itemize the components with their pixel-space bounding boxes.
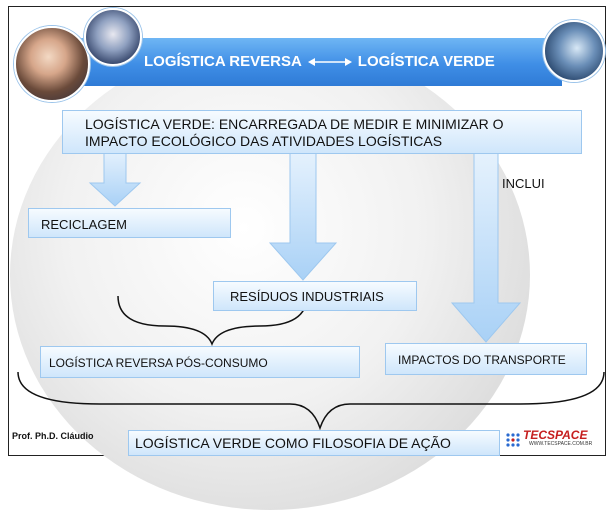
- logo-text: TECSPACE: [523, 428, 588, 442]
- inclui-label: INCLUI: [502, 176, 545, 191]
- logo-dots-icon: [506, 433, 520, 447]
- impactos-transporte-text: IMPACTOS DO TRANSPORTE: [398, 353, 566, 367]
- title-banner: LOGÍSTICA REVERSA LOGÍSTICA VERDE: [62, 38, 562, 86]
- arrow-to-impactos: [450, 149, 522, 343]
- double-arrow-icon: [307, 57, 352, 66]
- office-worker-photo: [543, 20, 605, 82]
- residuos-box: RESÍDUOS INDUSTRIAIS: [213, 281, 417, 311]
- logo-subtext: WWW.TECSPACE.COM.BR: [529, 441, 593, 447]
- diagram-arrows: [17, 149, 605, 431]
- arrow-to-reciclagem: [88, 149, 142, 207]
- banner-left-label: LOGÍSTICA REVERSA: [144, 53, 302, 70]
- small-brace: [117, 295, 308, 347]
- reversa-pos-consumo-text: LOGÍSTICA REVERSA PÓS-CONSUMO: [49, 356, 268, 370]
- residuos-text: RESÍDUOS INDUSTRIAIS: [230, 289, 384, 304]
- reciclagem-box: RECICLAGEM: [28, 208, 231, 238]
- arrow-to-residuos: [268, 149, 338, 281]
- banner-right-label: LOGÍSTICA VERDE: [357, 53, 495, 70]
- reversa-pos-consumo-box: LOGÍSTICA REVERSA PÓS-CONSUMO: [40, 346, 360, 378]
- handshake-photo: [84, 8, 142, 66]
- large-brace: [17, 371, 605, 431]
- tecspace-logo: TECSPACE WWW.TECSPACE.COM.BR: [505, 428, 592, 450]
- main-definition-text: LOGÍSTICA VERDE: ENCARREGADA DE MEDIR E …: [85, 116, 504, 149]
- main-definition-box: LOGÍSTICA VERDE: ENCARREGADA DE MEDIR E …: [62, 110, 582, 154]
- business-people-photo: [14, 26, 90, 102]
- impactos-transporte-box: IMPACTOS DO TRANSPORTE: [385, 343, 587, 375]
- filosofia-text: LOGÍSTICA VERDE COMO FILOSOFIA DE AÇÃO: [135, 435, 451, 451]
- reciclagem-text: RECICLAGEM: [41, 217, 127, 232]
- filosofia-box: LOGÍSTICA VERDE COMO FILOSOFIA DE AÇÃO: [128, 430, 500, 456]
- author-footer: Prof. Ph.D. Cláudio: [12, 431, 94, 441]
- banner-title: LOGÍSTICA REVERSA LOGÍSTICA VERDE: [144, 53, 495, 70]
